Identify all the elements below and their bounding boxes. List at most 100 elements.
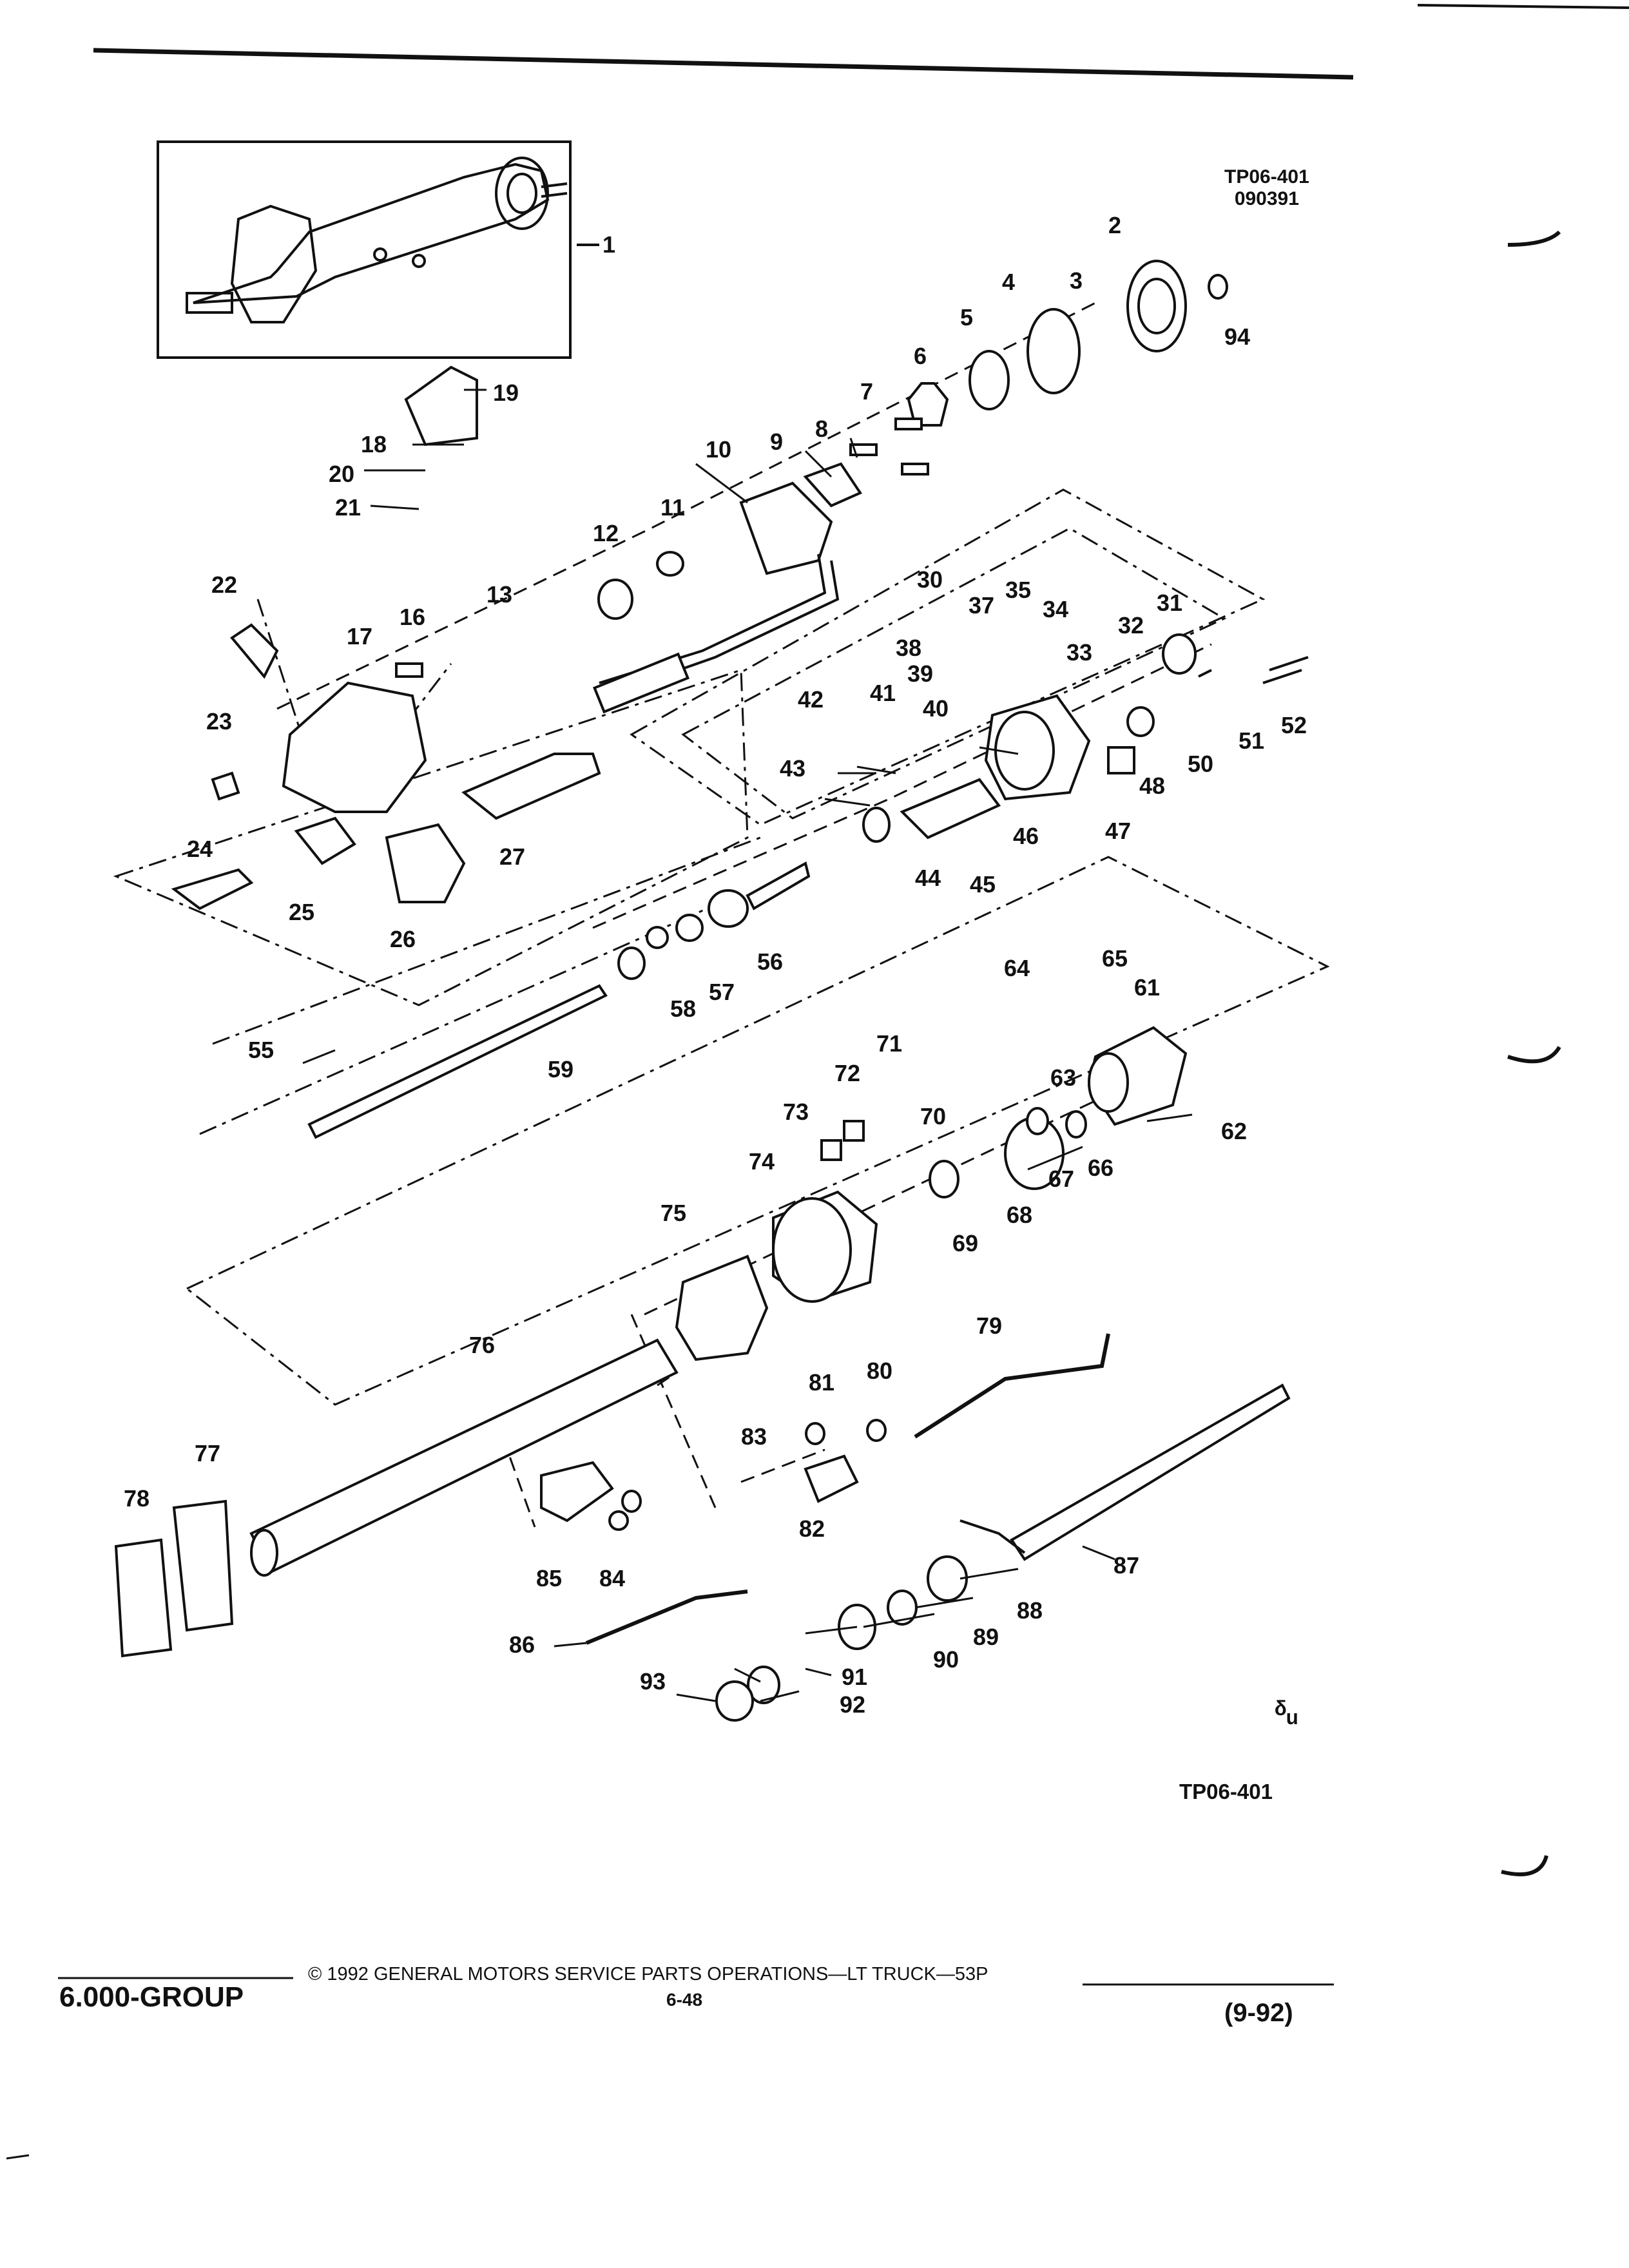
callout-81: 81 bbox=[809, 1369, 834, 1396]
callout-17: 17 bbox=[347, 623, 372, 649]
callout-83: 83 bbox=[741, 1423, 767, 1450]
callout-82: 82 bbox=[799, 1515, 825, 1542]
callout-80: 80 bbox=[867, 1358, 892, 1384]
callout-19: 19 bbox=[493, 380, 519, 406]
footer-copyright: © 1992 GENERAL MOTORS SERVICE PARTS OPER… bbox=[308, 1964, 988, 1984]
callout-73: 73 bbox=[783, 1099, 809, 1125]
inset-assembly bbox=[157, 140, 572, 359]
callout-77: 77 bbox=[195, 1440, 220, 1466]
callout-22: 22 bbox=[211, 572, 237, 598]
callout-38: 38 bbox=[896, 635, 921, 661]
callout-32: 32 bbox=[1118, 612, 1144, 639]
callout-46: 46 bbox=[1013, 823, 1039, 849]
callout-33: 33 bbox=[1066, 639, 1092, 666]
callout-44: 44 bbox=[915, 865, 941, 891]
callout-92: 92 bbox=[840, 1691, 865, 1718]
callout-16: 16 bbox=[400, 604, 425, 630]
callout-75: 75 bbox=[660, 1200, 686, 1226]
callout-85: 85 bbox=[536, 1565, 562, 1591]
callout-12: 12 bbox=[593, 520, 619, 546]
callout-8: 8 bbox=[815, 416, 828, 442]
figure-code-date: 090391 bbox=[1234, 188, 1299, 209]
callout-40: 40 bbox=[923, 695, 949, 722]
callout-2: 2 bbox=[1108, 212, 1121, 238]
callout-21: 21 bbox=[335, 494, 361, 521]
callout-23: 23 bbox=[206, 708, 232, 735]
callout-43: 43 bbox=[780, 755, 805, 782]
callout-69: 69 bbox=[952, 1230, 978, 1256]
callout-51: 51 bbox=[1239, 727, 1264, 754]
figure-code: TP06-401 090391 bbox=[1224, 166, 1309, 210]
callout-71: 71 bbox=[876, 1030, 902, 1057]
callout-labels: 1234567891011121316171819202122232425262… bbox=[124, 212, 1307, 1718]
callout-10: 10 bbox=[706, 436, 731, 463]
callout-24: 24 bbox=[187, 836, 213, 862]
callout-18: 18 bbox=[361, 431, 387, 457]
callout-90: 90 bbox=[933, 1646, 959, 1673]
figure-code-bottom: TP06-401 bbox=[1179, 1780, 1273, 1803]
callout-62: 62 bbox=[1221, 1118, 1247, 1144]
callout-58: 58 bbox=[670, 995, 696, 1022]
callout-70: 70 bbox=[920, 1103, 946, 1129]
callout-5: 5 bbox=[960, 304, 973, 331]
corner-rule bbox=[1417, 4, 1629, 9]
callout-86: 86 bbox=[509, 1631, 535, 1658]
callout-39: 39 bbox=[907, 660, 933, 687]
callout-63: 63 bbox=[1050, 1064, 1076, 1091]
callout-56: 56 bbox=[757, 948, 783, 975]
callout-57: 57 bbox=[709, 979, 735, 1005]
callout-94: 94 bbox=[1224, 323, 1250, 350]
callout-1: 1 bbox=[602, 231, 615, 258]
part-shapes bbox=[114, 260, 1309, 1722]
callout-52: 52 bbox=[1281, 712, 1307, 738]
callout-20: 20 bbox=[329, 461, 354, 487]
callout-27: 27 bbox=[499, 843, 525, 870]
callout-26: 26 bbox=[390, 926, 416, 952]
callout-59: 59 bbox=[548, 1056, 574, 1082]
callout-25: 25 bbox=[289, 899, 314, 925]
callout-6: 6 bbox=[914, 343, 927, 369]
footer-date: (9-92) bbox=[1224, 1999, 1293, 2027]
callout-72: 72 bbox=[834, 1060, 860, 1086]
callout-88: 88 bbox=[1017, 1597, 1043, 1624]
callout-93: 93 bbox=[640, 1668, 666, 1695]
callout-74: 74 bbox=[749, 1148, 775, 1175]
callout-7: 7 bbox=[860, 378, 873, 405]
callout-61: 61 bbox=[1134, 974, 1160, 1001]
callout-11: 11 bbox=[660, 494, 685, 521]
logo-mark: ᵟᵤ bbox=[1275, 1695, 1298, 1729]
callout-89: 89 bbox=[973, 1624, 999, 1650]
callout-31: 31 bbox=[1157, 590, 1182, 616]
callout-68: 68 bbox=[1007, 1202, 1032, 1228]
callout-67: 67 bbox=[1048, 1166, 1074, 1192]
callout-66: 66 bbox=[1088, 1155, 1113, 1181]
callout-37: 37 bbox=[969, 592, 994, 619]
footer-page-number: 6-48 bbox=[666, 1990, 703, 2010]
callout-79: 79 bbox=[976, 1312, 1002, 1339]
top-rule bbox=[93, 48, 1354, 80]
callout-13: 13 bbox=[487, 581, 512, 608]
callout-65: 65 bbox=[1102, 945, 1128, 972]
callout-41: 41 bbox=[870, 680, 896, 706]
footer-group: 6.000-GROUP bbox=[59, 1981, 244, 2013]
callout-78: 78 bbox=[124, 1485, 149, 1512]
callout-34: 34 bbox=[1043, 596, 1068, 622]
callout-30: 30 bbox=[917, 566, 943, 593]
figure-code-id: TP06-401 bbox=[1224, 166, 1309, 187]
callout-64: 64 bbox=[1004, 955, 1030, 981]
callout-87: 87 bbox=[1113, 1552, 1139, 1579]
callout-4: 4 bbox=[1002, 269, 1015, 295]
callout-9: 9 bbox=[770, 428, 783, 455]
callout-91: 91 bbox=[842, 1664, 867, 1690]
callout-48: 48 bbox=[1139, 773, 1165, 799]
callout-3: 3 bbox=[1070, 267, 1083, 294]
callout-35: 35 bbox=[1005, 577, 1031, 603]
callout-84: 84 bbox=[599, 1565, 625, 1591]
callout-45: 45 bbox=[970, 871, 996, 898]
callout-42: 42 bbox=[798, 686, 824, 713]
callout-50: 50 bbox=[1188, 751, 1213, 777]
callout-leaders bbox=[302, 389, 1193, 1702]
callout-47: 47 bbox=[1105, 818, 1131, 844]
callout-55: 55 bbox=[248, 1037, 274, 1063]
